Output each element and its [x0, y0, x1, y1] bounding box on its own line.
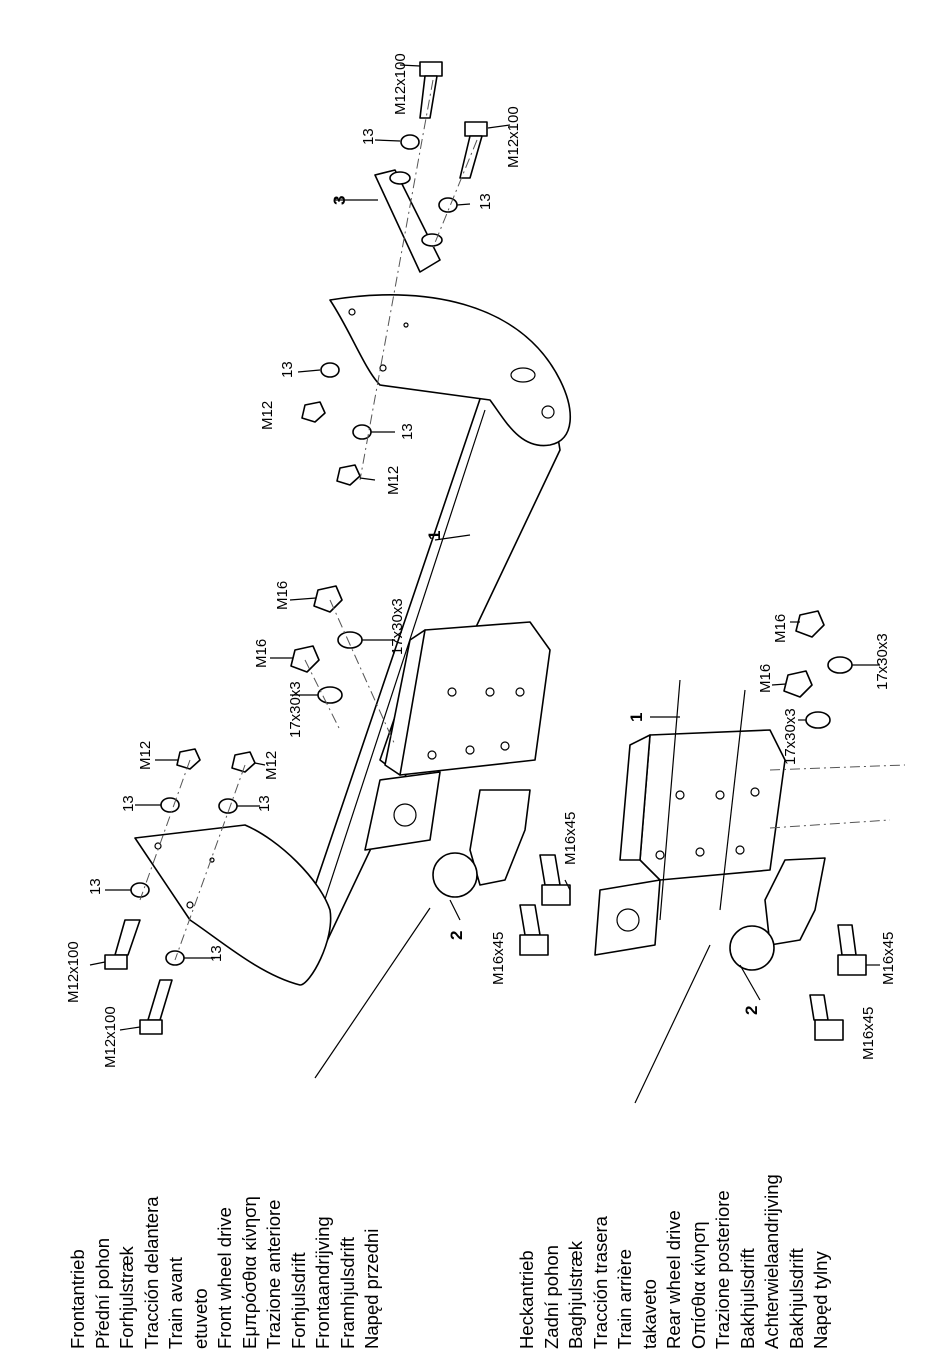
- legend-front-line: Forhjulsdrift: [287, 1252, 309, 1349]
- legend-front-line: Tracción delantera: [140, 1196, 162, 1349]
- callout-part-1-front: 1: [425, 531, 444, 540]
- label-m16x45-rear-a: M16x45: [880, 932, 897, 985]
- legend-rear-line: takaveto: [638, 1279, 660, 1349]
- legend-front-line: Napęd przedni: [361, 1228, 382, 1349]
- callout-leaders: [89, 64, 880, 1031]
- legend-rear-line: Bakhjulsdrift: [785, 1248, 807, 1349]
- legend-front-line: Přední pohon: [91, 1237, 113, 1349]
- legend-rear-line: Heckantrieb: [516, 1250, 537, 1349]
- label-washer-13-a: 13: [360, 128, 377, 145]
- reinforcement-bar: [374, 169, 443, 273]
- label-nut-m12-b: M12: [385, 466, 402, 495]
- label-m16x45-front-b: M16x45: [490, 932, 507, 985]
- rear-drive-detail: [594, 679, 906, 1104]
- label-m12x100-left-1: M12x100: [65, 941, 82, 1003]
- label-m12x100-left-2: M12x100: [102, 1006, 119, 1068]
- label-m12x100-top-1: M12x100: [392, 53, 409, 115]
- label-washer-13-d: 13: [399, 423, 416, 440]
- leader-line-front: [314, 907, 431, 1079]
- label-nut-m12-c: M12: [137, 741, 154, 770]
- label-washer-17x30x3-b: 17x30x3: [287, 681, 304, 738]
- label-washer-17x30x3-rear-a: 17x30x3: [874, 633, 891, 690]
- label-m12x100-top-2: M12x100: [505, 106, 522, 168]
- label-washer-13-g: 13: [87, 878, 104, 895]
- label-nut-m16-rear-b: M16: [757, 664, 774, 693]
- callout-part-2-front: 2: [447, 931, 466, 940]
- tow-bar-frame: [134, 294, 571, 986]
- legend-rear-line: Bakhjulsdrift: [736, 1248, 758, 1349]
- legend-rear-line: Train arrière: [614, 1248, 635, 1349]
- legend-rear-line: Zadní pohon: [540, 1245, 562, 1349]
- label-m16x45-rear-b: M16x45: [860, 1007, 877, 1060]
- legend-front-line: Trazione anteriore: [263, 1199, 284, 1349]
- legend-rear-line: Οπίσθια κίνηση: [687, 1221, 709, 1349]
- legend-front-line: Εμπρόσθια κίνηση: [238, 1196, 260, 1349]
- legend-front-line: Frontantrieb: [67, 1249, 88, 1349]
- legend-rear-line: Napęd tylny: [810, 1251, 831, 1349]
- legend-front-line: Front wheel drive: [214, 1207, 235, 1349]
- legend-front-line: Frontaandrijving: [312, 1216, 333, 1349]
- label-m16x45-front-a: M16x45: [562, 812, 579, 865]
- label-washer-13-c: 13: [279, 361, 296, 378]
- callout-part-2-rear: 2: [742, 1006, 761, 1015]
- label-nut-m16-b: M16: [253, 639, 270, 668]
- label-washer-17x30x3-rear-b: 17x30x3: [782, 708, 799, 765]
- callout-part-1-rear: 1: [627, 713, 646, 722]
- legend-front-line: Train avant: [165, 1257, 186, 1349]
- label-washer-13-f: 13: [256, 795, 273, 812]
- fasteners: [104, 61, 867, 1041]
- label-washer-13-e: 13: [120, 795, 137, 812]
- legend-rear-line: Rear wheel drive: [663, 1210, 684, 1349]
- callout-labels: M12x100 M12x100 13 13 3 13 M12 13 M12 1 …: [65, 53, 897, 1068]
- ball-neck-front: [432, 789, 531, 898]
- label-washer-13-b: 13: [477, 193, 494, 210]
- legend-front-line: etuveto: [189, 1288, 211, 1349]
- legend-rear-line: Baghjulstræk: [565, 1241, 586, 1349]
- legend-rear-drive: Heckantrieb Zadní pohon Baghjulstræk Tra…: [515, 829, 834, 1349]
- legend-front-drive: Frontantrieb Přední pohon Forhjulstræk T…: [66, 829, 385, 1349]
- label-nut-m16-a: M16: [274, 581, 291, 610]
- legend-front-line: Forhjulstræk: [116, 1246, 137, 1349]
- legend-front-line: Framhjulsdrift: [336, 1236, 358, 1349]
- label-nut-m12-a: M12: [259, 401, 276, 430]
- legend-rear-line: Trazione posteriore: [712, 1190, 733, 1349]
- legend-rear-line: Achterwielaandrijving: [761, 1174, 782, 1349]
- label-nut-m12-d: M12: [263, 751, 280, 780]
- legend-rear-line: Tracción trasera: [589, 1216, 611, 1349]
- label-washer-17x30x3-a: 17x30x3: [389, 598, 406, 655]
- label-nut-m16-rear-a: M16: [772, 614, 789, 643]
